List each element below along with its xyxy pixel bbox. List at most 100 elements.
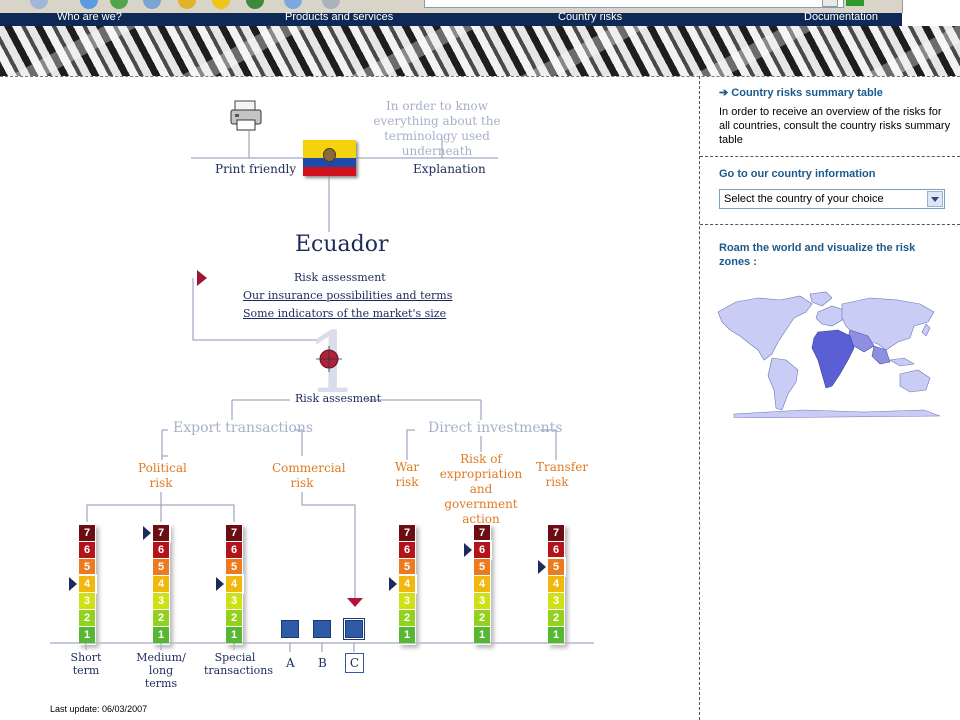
risk-level-2: 2 (474, 610, 490, 626)
zebra-banner (0, 26, 960, 76)
risk-level-7: 7 (151, 523, 171, 543)
risk-level-3: 3 (79, 593, 95, 609)
risk-level-5: 5 (546, 557, 566, 577)
risk-level-7: 7 (474, 525, 490, 541)
risk-level-7: 7 (548, 525, 564, 541)
risk-level-4: 4 (224, 574, 244, 594)
rating-marker-icon (538, 560, 546, 574)
mail-icon[interactable] (284, 0, 302, 9)
commercial-option-a-icon[interactable] (281, 620, 299, 638)
map-indonesia[interactable] (889, 357, 915, 367)
history-icon[interactable] (246, 0, 264, 9)
chevron-down-icon[interactable] (927, 191, 943, 207)
risk-level-1: 1 (474, 627, 490, 643)
roam-title: Roam the world and visualize the risk zo… (719, 242, 916, 268)
risk-diagram: 1 (50, 131, 594, 652)
country-select-value: Select the country of your choice (724, 193, 884, 205)
risk-level-2: 2 (399, 610, 415, 626)
map-south-america[interactable] (767, 357, 799, 411)
medium-long-terms-label: Medium/ long terms (136, 651, 186, 690)
site-nav: Who are we? Products and services Countr… (0, 11, 902, 26)
risk-level-6: 6 (472, 540, 492, 560)
risk-level-1: 1 (548, 627, 564, 643)
search-icon[interactable] (178, 0, 196, 9)
risk-level-7: 7 (226, 525, 242, 541)
address-dropdown-button[interactable] (822, 0, 838, 7)
war-risk-label: War risk (394, 460, 420, 489)
banner-divider (0, 76, 960, 77)
nav-country-risks[interactable]: Country risks (558, 11, 623, 23)
map-south-asia[interactable] (871, 345, 891, 365)
map-europe[interactable] (815, 305, 845, 327)
nav-who-are-we[interactable]: Who are we? (57, 11, 122, 23)
export-transactions-label: Export transactions (173, 420, 314, 436)
summary-table-link[interactable]: ➔ Country risks summary table (719, 86, 883, 99)
risk-level-4: 4 (153, 576, 169, 592)
risk-level-3: 3 (548, 593, 564, 609)
map-north-america[interactable] (717, 295, 813, 361)
map-greenland[interactable] (809, 291, 833, 307)
country-info-title: Go to our country information (719, 168, 876, 180)
nav-documentation[interactable]: Documentation (804, 11, 878, 23)
transfer-risk-label: Transfer risk (536, 460, 589, 489)
summary-table-text: In order to receive an overview of the r… (719, 106, 951, 146)
political-risk-label: Political risk (138, 461, 187, 490)
direct-investments-label: Direct investments (428, 420, 563, 436)
map-australia[interactable] (899, 369, 931, 393)
map-japan[interactable] (921, 323, 931, 337)
print-icon[interactable] (322, 0, 340, 9)
print-friendly-link[interactable]: Print friendly (215, 162, 297, 176)
risk-heading: Risk assesment (295, 392, 382, 405)
risk-level-5: 5 (474, 559, 490, 575)
indicators-link[interactable]: Some indicators of the market's size (243, 307, 447, 320)
risk-level-3: 3 (399, 593, 415, 609)
rating-marker-icon (464, 543, 472, 557)
explanation-hint: In order to know everything about the te… (373, 99, 501, 158)
risk-level-7: 7 (79, 525, 95, 541)
browser-toolbar (0, 0, 960, 13)
risk-level-2: 2 (548, 610, 564, 626)
commercial-option-b[interactable]: B (318, 656, 327, 670)
favorites-icon[interactable] (212, 0, 230, 9)
risk-level-2: 2 (153, 610, 169, 626)
risk-level-5: 5 (226, 559, 242, 575)
commercial-option-a[interactable]: A (286, 656, 295, 670)
insurance-link[interactable]: Our insurance possibilities and terms (243, 289, 453, 302)
risk-level-4: 4 (548, 576, 564, 592)
commercial-option-c-selected[interactable]: C (345, 653, 364, 673)
world-risk-map[interactable] (714, 290, 944, 418)
print-friendly-icon[interactable] (229, 100, 265, 132)
pointer-triangle-icon (197, 270, 207, 286)
commercial-risk-label: Commercial risk (272, 461, 346, 490)
stop-icon[interactable] (80, 0, 98, 9)
risk-assessment-label: Risk assessment (294, 271, 386, 284)
back-icon[interactable] (30, 0, 48, 9)
country-select[interactable]: Select the country of your choice (719, 189, 945, 209)
arrow-right-icon: ➔ (719, 87, 732, 99)
home-icon[interactable] (143, 0, 161, 9)
risk-level-7: 7 (399, 525, 415, 541)
risk-level-6: 6 (226, 542, 242, 558)
map-antarctica[interactable] (733, 409, 941, 418)
flag-coat-of-arms-icon (323, 148, 336, 162)
summary-table-title[interactable]: Country risks summary table (731, 87, 883, 99)
refresh-icon[interactable] (110, 0, 128, 9)
go-button[interactable] (846, 0, 864, 6)
commercial-option-c-icon[interactable] (343, 618, 365, 640)
rating-marker-icon (143, 526, 151, 540)
nav-products-services[interactable]: Products and services (285, 11, 394, 23)
rating-marker-icon (69, 577, 77, 591)
risk-level-1: 1 (399, 627, 415, 643)
map-africa[interactable] (811, 329, 855, 389)
risk-level-4: 4 (474, 576, 490, 592)
risk-level-5: 5 (79, 559, 95, 575)
explanation-link[interactable]: Explanation (413, 162, 486, 176)
address-bar[interactable] (424, 0, 844, 8)
risk-level-2: 2 (226, 610, 242, 626)
risk-level-4: 4 (77, 574, 97, 594)
risk-level-4: 4 (397, 574, 417, 594)
special-transactions-label: Special transactions (204, 651, 273, 677)
risk-level-1: 1 (226, 627, 242, 643)
commercial-option-b-icon[interactable] (313, 620, 331, 638)
sidebar-divider-1 (700, 156, 960, 157)
